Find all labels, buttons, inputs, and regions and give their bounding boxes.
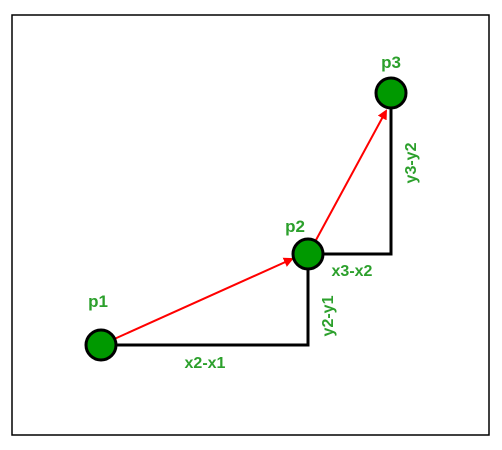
dy23-label: y3-y2: [403, 142, 420, 183]
guide-p1-p2: [102, 256, 310, 347]
diagram-frame: [11, 14, 490, 436]
point-p3-label: p3: [381, 53, 401, 72]
point-p1-label: p1: [88, 292, 108, 311]
guide-p2-p3: [308, 93, 393, 256]
point-p2-label: p2: [285, 217, 305, 236]
point-p2: [291, 237, 325, 271]
point-p3: [374, 76, 408, 110]
dx12-label: x2-x1: [185, 355, 226, 372]
vector-p1-p2: [111, 257, 294, 341]
point-p1: [84, 328, 118, 362]
vector-p2-p3: [315, 109, 387, 241]
dx23-label: x3-x2: [332, 263, 373, 280]
dy12-label: y2-y1: [320, 295, 337, 336]
